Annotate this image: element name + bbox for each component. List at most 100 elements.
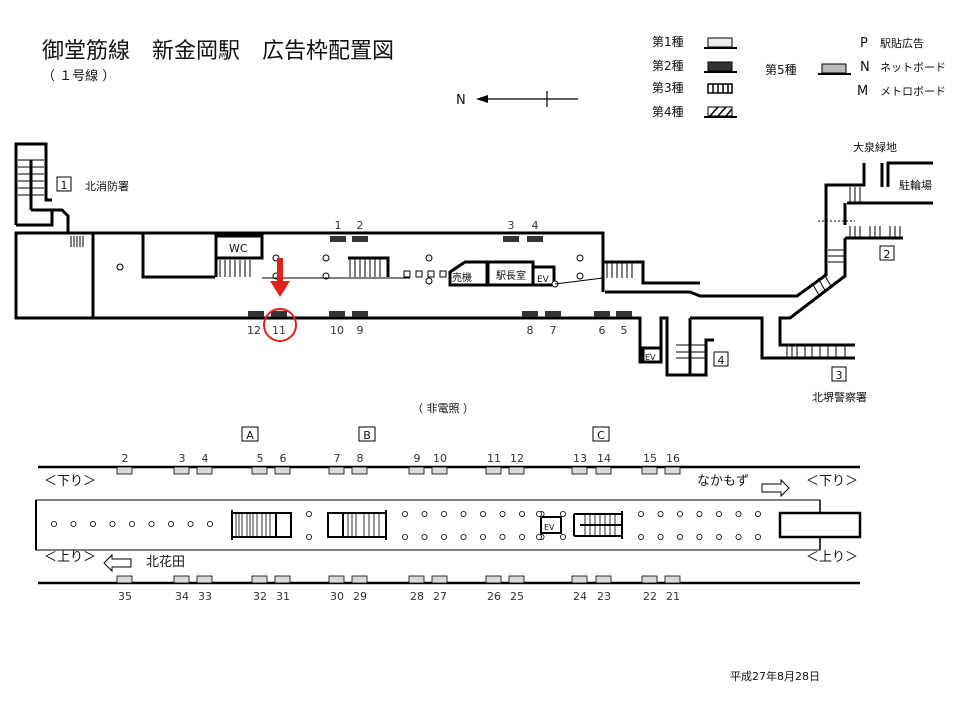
legend-code-p-label: 駅貼広告 [880,36,924,50]
ad-frame-number: 29 [353,590,367,603]
pillar [536,534,543,541]
pillar [109,521,116,528]
ad-frame-22 [641,575,658,584]
pillar [657,534,664,541]
pillar [187,521,194,528]
platform-pillars [51,510,762,541]
ad-frame-25 [508,575,525,584]
ad-frame-number: 7 [550,324,557,337]
ad-frame-number: 12 [247,324,261,337]
ad-frame-number: 8 [527,324,534,337]
pillar [560,534,567,541]
ad-frame-number: 32 [253,590,267,603]
legend-type-3: 第3種 [652,81,684,95]
elevator-label: EV [537,275,550,285]
pillar [638,510,645,517]
pillar [116,263,124,271]
ad-frame-number: 7 [334,452,341,465]
ad-frame-6 [274,466,291,475]
ticket-machine-label: 売機 [452,271,472,284]
pillar [755,534,762,541]
legend-code-p: P [860,36,868,51]
ad-frame-number: 10 [330,324,344,337]
down-track-label-right: ＜下り＞ [806,474,858,489]
ad-frame-number: 2 [357,219,364,232]
pillar [696,510,703,517]
ad-frame-number: 31 [276,590,290,603]
ad-frame-number: 2 [122,452,129,465]
ad-frame-4 [196,466,213,475]
ad-frame-number: 13 [573,452,587,465]
pillar [479,510,486,517]
pillar [305,510,312,517]
pillar [499,534,506,541]
pillar [167,521,174,528]
ad-frame-6 [594,311,610,317]
pillar [479,534,486,541]
pillar [536,510,543,517]
north-label: N [456,93,466,108]
pillar [696,534,703,541]
ad-frame-13 [571,466,588,475]
ad-frame-8 [351,466,368,475]
legend-type-2: 第2種 [652,59,684,73]
concourse-walls [14,142,933,377]
pillar [460,510,467,517]
ad-frame-31 [274,575,291,584]
ad-frame-2 [116,466,133,475]
ad-frame-4 [527,236,543,242]
ticket-gate [427,270,435,278]
exit-3: 3 [831,366,847,382]
pillar [322,254,330,262]
type2-frame-icon [704,61,737,73]
ad-frame-3 [503,236,519,242]
pillar [421,534,428,541]
ad-frame-number: 12 [510,452,524,465]
pillar [421,510,428,517]
ad-frame-14 [595,466,612,475]
type3-striped-icon [707,83,733,94]
ad-frame-11 [271,311,287,317]
pillar [90,521,97,528]
platform-elevator-label: EV [544,523,555,532]
ad-frame-number: 11 [272,324,286,337]
ad-frame-number: 9 [414,452,421,465]
destination-up: 北花田 [146,554,185,570]
ad-frame-number: 33 [198,590,212,603]
highlight-arrow-icon [270,258,290,297]
ad-frame-number: 6 [280,452,287,465]
exit-1: 1 [56,176,72,192]
pillar [460,534,467,541]
pillar [576,272,584,280]
ticket-gates [403,270,447,278]
ad-frame-number: 34 [175,590,189,603]
ad-frame-5 [616,311,632,317]
ad-frame-number: 3 [508,219,515,232]
ad-frame-9 [352,311,368,317]
ticket-gate [439,270,447,278]
ad-frame-8 [522,311,538,317]
elevator-2-label: EV [645,353,656,362]
ad-frame-35 [116,575,133,584]
stairs-icon [18,159,901,359]
up-track-label-right: ＜上り＞ [806,550,858,565]
date-label: 平成27年8月28日 [730,669,820,683]
ad-frame-29 [351,575,368,584]
pillar [560,510,567,517]
svg-text:A: A [246,429,254,442]
ad-frame-28 [408,575,425,584]
page-subtitle: （ １号線 ） [42,68,115,84]
legend: 第1種 第2種 第3種 第4種 第5種 P 駅貼広告 N ネットボード M メト… [652,35,946,119]
ad-frame-5 [251,466,268,475]
ad-frame-number: 4 [532,219,539,232]
pillar [716,510,723,517]
type1-frame-icon [704,37,737,49]
ad-frame-30 [328,575,345,584]
ad-frame-number: 30 [330,590,344,603]
pillar [440,534,447,541]
ad-frame-15 [641,466,658,475]
station-office-label: 駅長室 [496,269,526,282]
type5-frame-icon [818,63,851,75]
